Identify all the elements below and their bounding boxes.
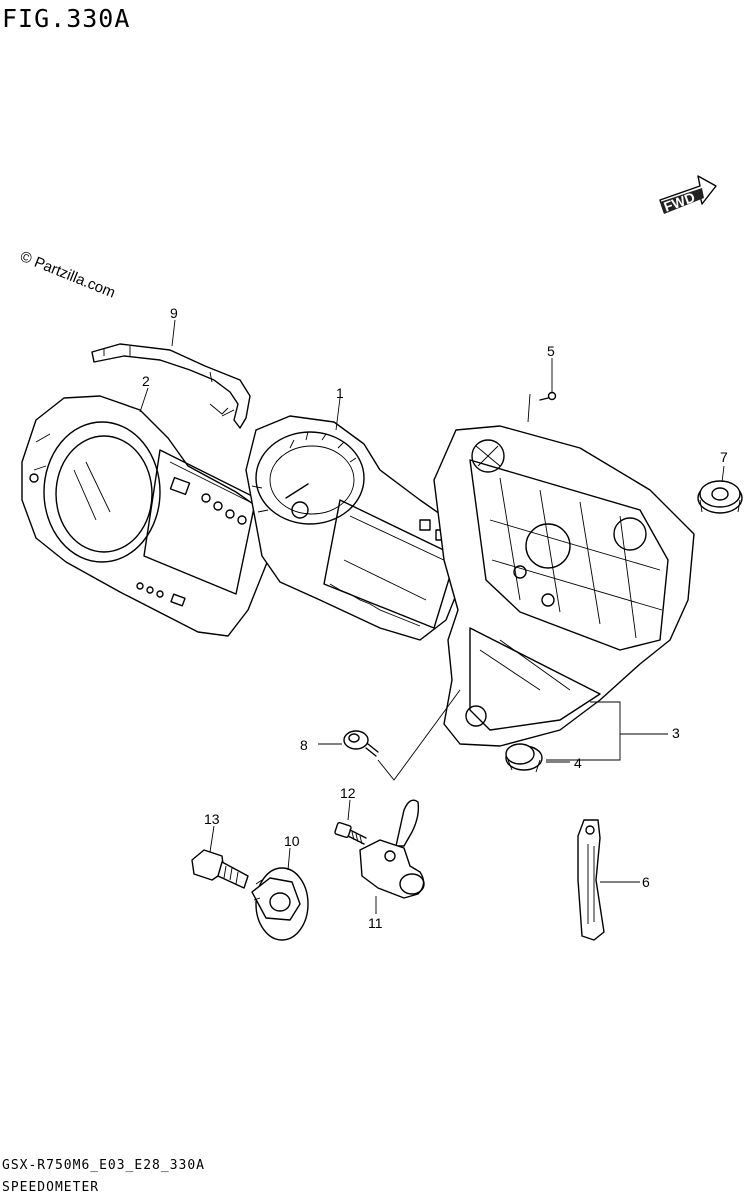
figure-name: SPEEDOMETER [2, 1180, 100, 1195]
callout-2: 2 [142, 373, 150, 389]
callout-9: 9 [170, 305, 178, 321]
callout-5: 5 [547, 343, 555, 359]
callout-4: 4 [574, 755, 582, 771]
part-5-screw[interactable] [539, 391, 557, 401]
part-2-meter-case[interactable] [21, 395, 277, 637]
part-3-meter-back-cover[interactable] [433, 425, 695, 747]
callout-13: 13 [204, 811, 220, 827]
part-13-bolt[interactable] [191, 849, 249, 889]
fwd-arrow-icon: FWD [659, 175, 717, 215]
part-4-grommet[interactable] [505, 743, 543, 773]
callout-10: 10 [284, 833, 300, 849]
callout-11: 11 [368, 915, 383, 931]
part-1-speedometer-assembly[interactable] [245, 415, 467, 641]
part-12-bolt[interactable] [334, 821, 367, 845]
callout-1: 1 [336, 385, 344, 401]
callout-labels: 1 2 3 4 5 6 7 8 9 10 11 12 13 [142, 305, 728, 931]
part-7-grommet[interactable] [697, 480, 743, 514]
callout-8: 8 [300, 737, 308, 753]
fwd-label: FWD [662, 189, 697, 215]
callout-7: 7 [720, 449, 728, 465]
callout-6: 6 [642, 874, 650, 890]
part-9-cover-strip[interactable] [91, 343, 251, 429]
part-6-stay[interactable] [577, 819, 605, 941]
figure-code: GSX-R750M6_E03_E28_330A [2, 1158, 206, 1173]
part-11-speed-sensor[interactable] [359, 799, 425, 899]
callout-3: 3 [672, 725, 680, 741]
figure-title: FIG.330A [2, 4, 131, 33]
part-10-damper[interactable] [251, 867, 309, 941]
part-8-screw[interactable] [343, 730, 379, 757]
callout-12: 12 [340, 785, 356, 801]
leader-lines [139, 319, 725, 914]
